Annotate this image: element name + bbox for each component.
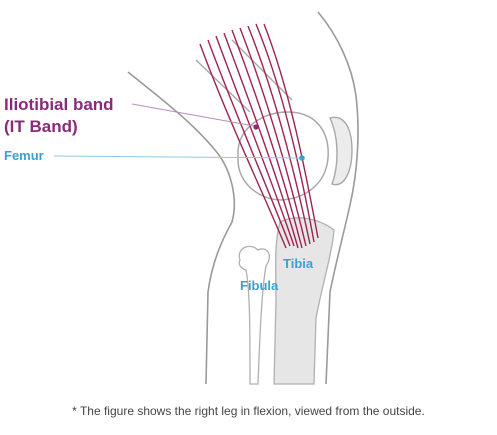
figure-footnote: * The figure shows the right leg in flex…: [72, 404, 425, 418]
it-band-fiber: [247, 25, 311, 245]
it-band-fiber: [215, 35, 295, 247]
patella: [329, 116, 353, 186]
it-band-label-line2: (IT Band): [4, 117, 78, 136]
fibula-label: Fibula: [240, 278, 279, 293]
femur-shaft: [195, 39, 293, 113]
it-band-fiber: [223, 32, 299, 249]
femur-marker-dot: [299, 155, 305, 161]
it-band-fiber: [207, 39, 291, 247]
femur-leader-line: [53, 155, 301, 159]
it-band-label: Iliotibial band (IT Band): [4, 94, 114, 138]
leg-outline-front: [317, 11, 359, 385]
it-band-marker-dot: [253, 124, 259, 130]
it-band-label-line1: Iliotibial band: [4, 95, 114, 114]
it-band-fibers: [199, 23, 319, 249]
fibula-bone: [238, 245, 270, 385]
leg-outline-back: [127, 71, 236, 385]
femur-label: Femur: [4, 148, 44, 163]
tibia-label: Tibia: [283, 256, 314, 271]
it-band-fiber: [231, 29, 303, 249]
tibia-bone: [273, 217, 335, 385]
it-band-fiber: [199, 43, 287, 249]
it-band-fiber: [255, 23, 315, 243]
it-band-fiber: [239, 27, 307, 247]
it-band-leader-line: [131, 103, 255, 127]
it-band-fiber: [263, 23, 319, 239]
